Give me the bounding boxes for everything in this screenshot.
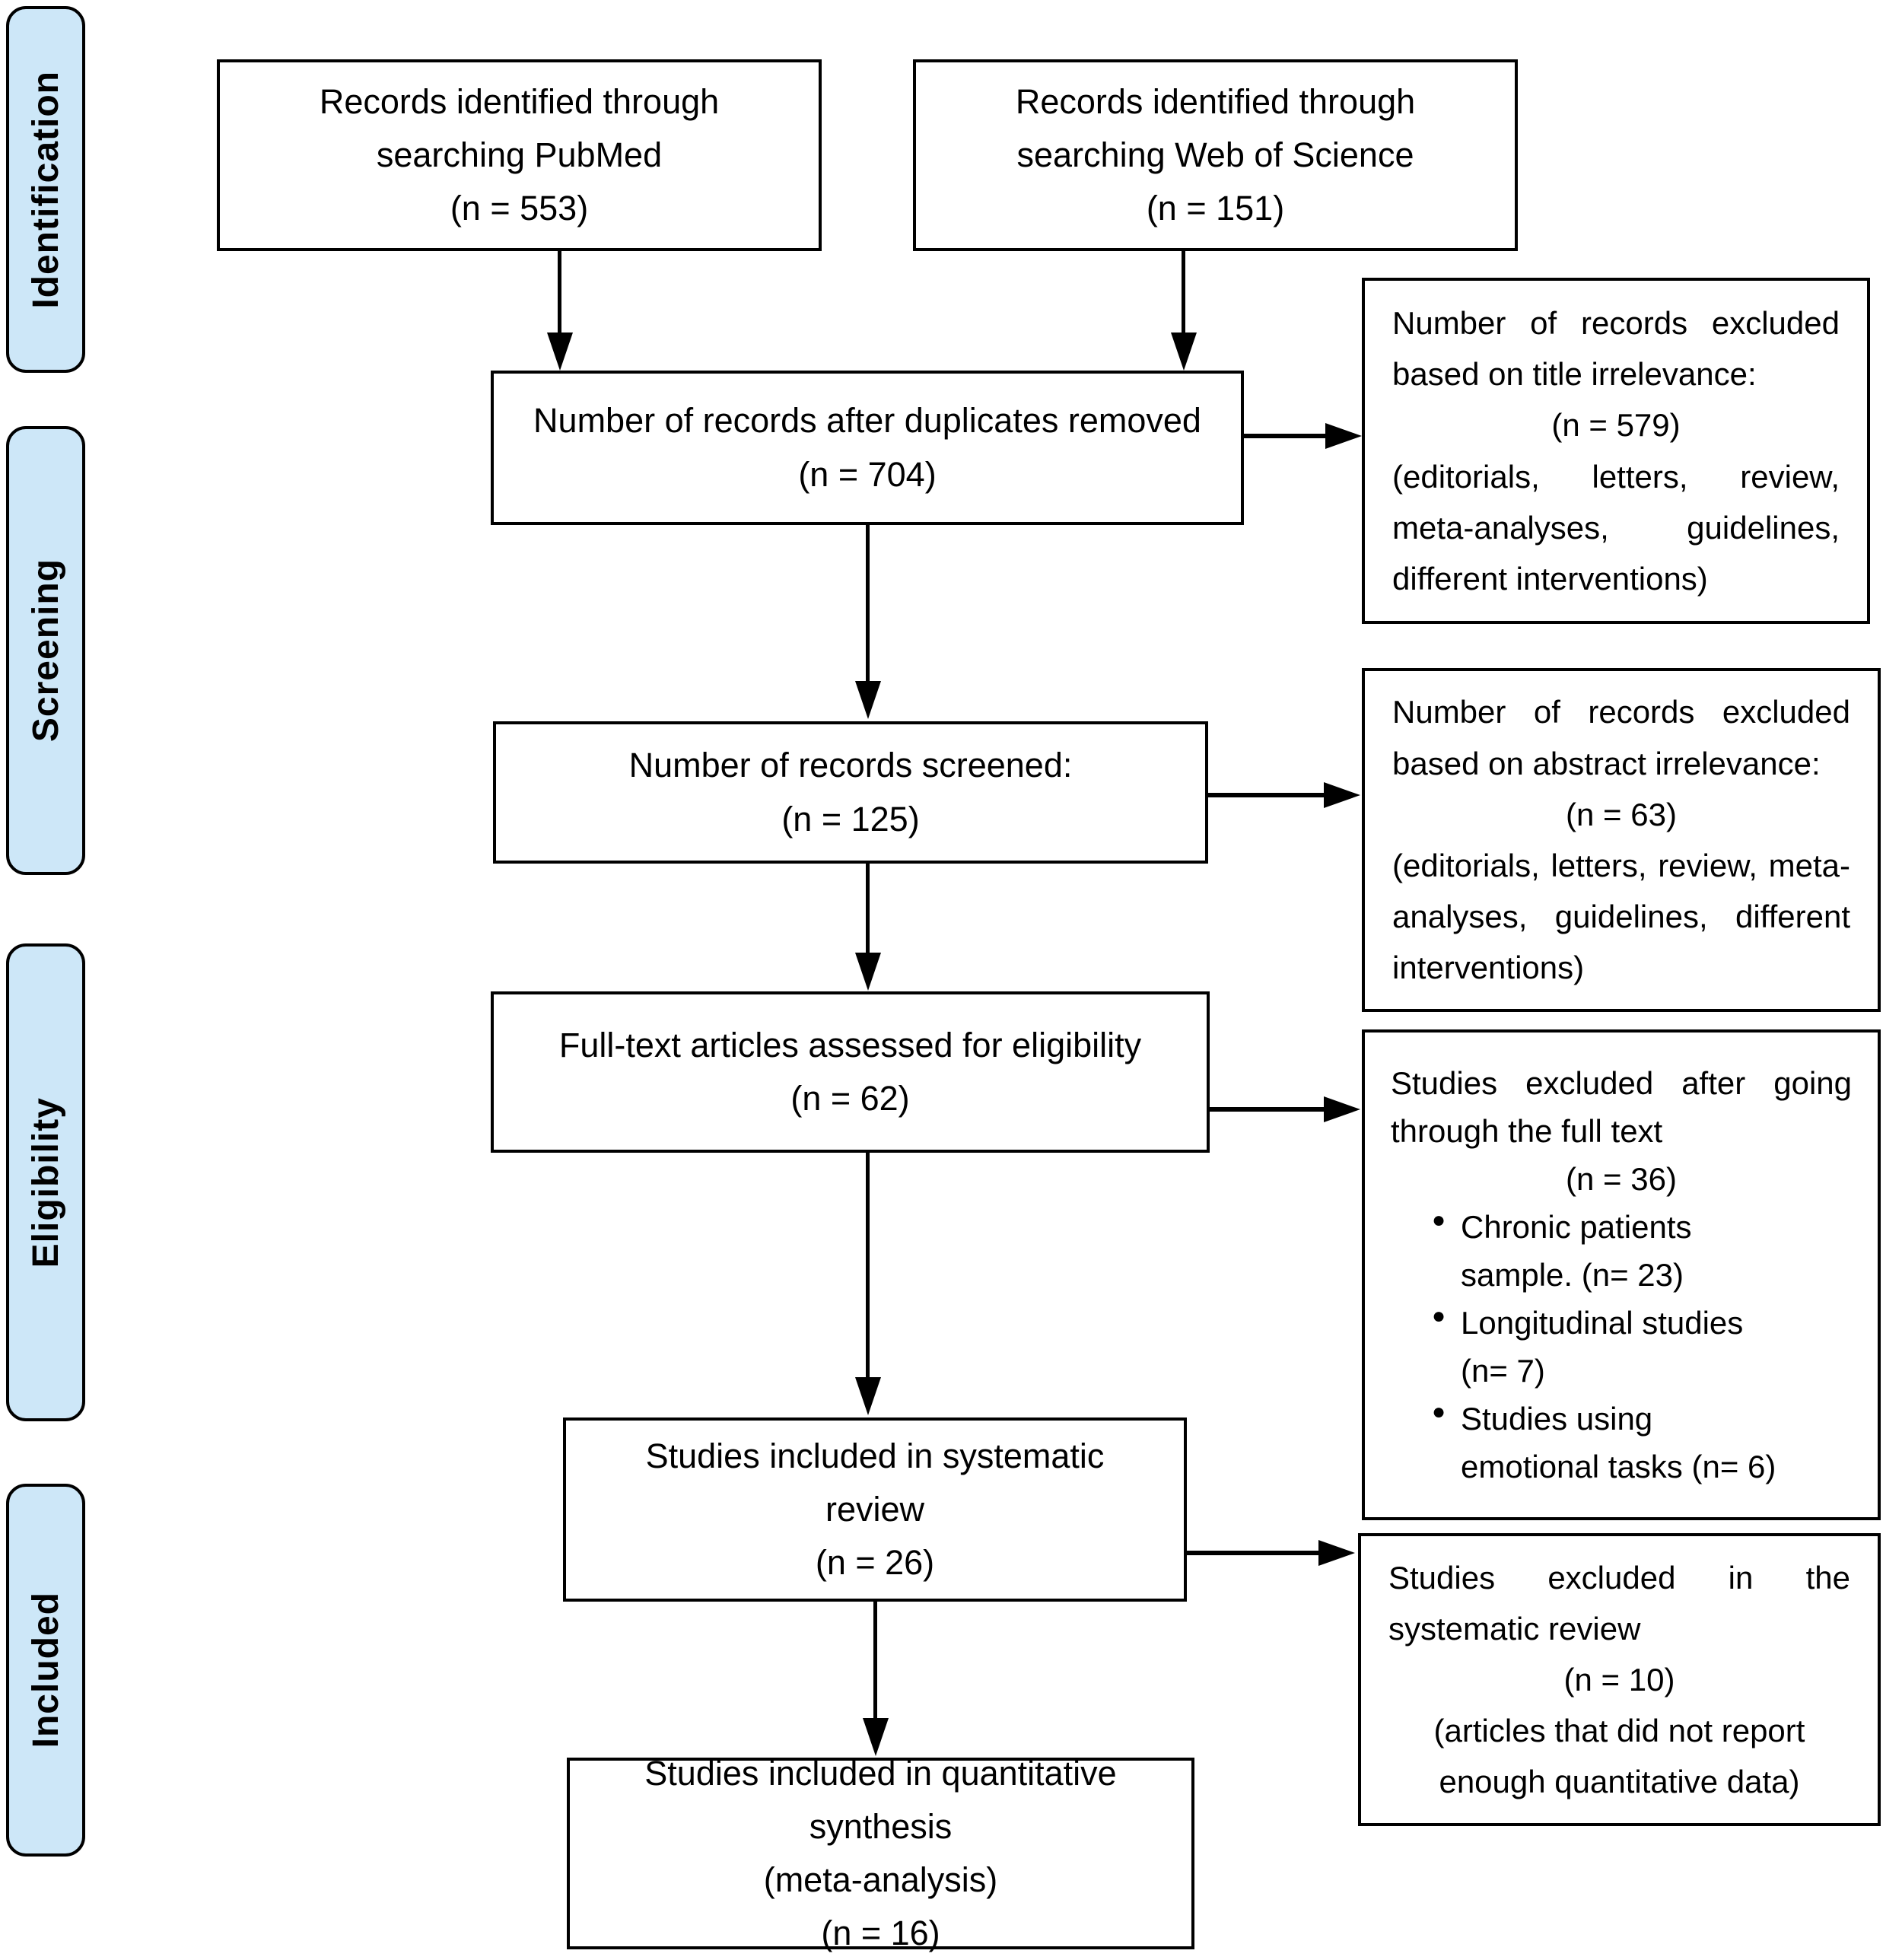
box-records-pubmed: Records identified through searching Pub… bbox=[217, 59, 822, 251]
box-systematic-review: Studies included in systematic review (n… bbox=[563, 1418, 1187, 1602]
box-excluded-abstract-irrelevance: Number of records excluded based on abst… bbox=[1362, 668, 1881, 1012]
box-records-web-of-science: Records identified through searching Web… bbox=[913, 59, 1518, 251]
box-full-text-assessed: Full-text articles assessed for eligibil… bbox=[491, 991, 1210, 1153]
box-quantitative-synthesis-text: Studies included in quantitative synthes… bbox=[644, 1753, 1117, 1953]
stage-included: Included bbox=[6, 1484, 85, 1857]
box-records-screened: Number of records screened: (n = 125) bbox=[493, 721, 1208, 864]
bullet-icon: ● bbox=[1432, 1208, 1446, 1233]
box-records-web-of-science-text: Records identified through searching Web… bbox=[1015, 81, 1416, 228]
excluded-full-text-bullet-longitudinal-text: Longitudinal studies (n= 7) bbox=[1461, 1305, 1744, 1389]
arrow-screened-to-excluded-abstract bbox=[1208, 793, 1328, 797]
stage-identification: Identification bbox=[6, 6, 85, 373]
arrow-fulltext-to-systematic bbox=[866, 1153, 870, 1381]
excluded-full-text-bullet-emotional-text: Studies using emotional tasks (n= 6) bbox=[1461, 1401, 1776, 1484]
excluded-title-irrelevance-count: (n = 579) bbox=[1551, 407, 1681, 444]
bullet-icon: ● bbox=[1432, 1303, 1446, 1328]
box-excluded-systematic-review: Studies excluded in the systematic revie… bbox=[1358, 1533, 1881, 1826]
arrowhead-wos-to-duplicates bbox=[1171, 332, 1197, 371]
excluded-full-text-bullet-chronic-text: Chronic patients sample. (n= 23) bbox=[1461, 1209, 1692, 1293]
excluded-title-irrelevance-title: Number of records excluded based on titl… bbox=[1392, 304, 1840, 393]
arrow-duplicates-to-excluded-title bbox=[1244, 434, 1329, 438]
arrowhead-screened-to-excluded-abstract bbox=[1324, 782, 1360, 808]
arrowhead-fulltext-to-systematic bbox=[855, 1377, 881, 1415]
excluded-title-irrelevance-details: (editorials, letters, review, meta-analy… bbox=[1392, 458, 1840, 597]
arrow-pubmed-to-duplicates bbox=[558, 251, 561, 336]
excluded-systematic-review-details: (articles that did not report enough qua… bbox=[1433, 1713, 1805, 1800]
box-duplicates-removed: Number of records after duplicates remov… bbox=[491, 371, 1244, 525]
arrow-screened-to-fulltext bbox=[866, 864, 870, 956]
excluded-abstract-irrelevance-details: (editorials, letters, review, meta-analy… bbox=[1392, 848, 1850, 986]
arrow-fulltext-to-excluded-fulltext bbox=[1210, 1107, 1328, 1112]
box-quantitative-synthesis: Studies included in quantitative synthes… bbox=[567, 1754, 1194, 1952]
arrowhead-duplicates-to-screened bbox=[855, 681, 881, 719]
box-systematic-review-text: Studies included in systematic review (n… bbox=[645, 1436, 1105, 1583]
stage-screening: Screening bbox=[6, 426, 85, 875]
arrowhead-pubmed-to-duplicates bbox=[547, 332, 573, 371]
arrowhead-fulltext-to-excluded-fulltext bbox=[1324, 1096, 1360, 1122]
excluded-abstract-irrelevance-count: (n = 63) bbox=[1566, 796, 1677, 832]
stage-screening-label: Screening bbox=[25, 558, 66, 743]
arrow-systematic-to-excluded-systematic bbox=[1187, 1551, 1322, 1555]
arrowhead-systematic-to-quantitative bbox=[863, 1718, 889, 1756]
arrow-duplicates-to-screened bbox=[866, 525, 870, 685]
box-records-pubmed-text: Records identified through searching Pub… bbox=[319, 81, 720, 228]
arrowhead-duplicates-to-excluded-title bbox=[1325, 423, 1362, 449]
arrow-systematic-to-quantitative bbox=[873, 1602, 877, 1722]
stage-eligibility: Eligibility bbox=[6, 943, 85, 1421]
excluded-full-text-bullet-longitudinal: ● Longitudinal studies (n= 7) bbox=[1391, 1299, 1852, 1395]
arrowhead-screened-to-fulltext bbox=[855, 953, 881, 991]
excluded-systematic-review-count: (n = 10) bbox=[1563, 1661, 1675, 1698]
stage-identification-label: Identification bbox=[25, 70, 66, 309]
arrowhead-systematic-to-excluded-systematic bbox=[1318, 1540, 1355, 1566]
arrow-wos-to-duplicates bbox=[1182, 251, 1185, 336]
stage-included-label: Included bbox=[25, 1592, 66, 1748]
excluded-systematic-review-title: Studies excluded in the systematic revie… bbox=[1388, 1559, 1850, 1647]
excluded-abstract-irrelevance-title: Number of records excluded based on abst… bbox=[1392, 694, 1850, 781]
box-duplicates-removed-text: Number of records after duplicates remov… bbox=[533, 401, 1201, 494]
excluded-full-text-bullet-emotional: ● Studies using emotional tasks (n= 6) bbox=[1391, 1395, 1852, 1491]
box-full-text-assessed-text: Full-text articles assessed for eligibil… bbox=[558, 1025, 1142, 1118]
stage-eligibility-label: Eligibility bbox=[25, 1096, 66, 1268]
excluded-full-text-bullet-chronic: ● Chronic patients sample. (n= 23) bbox=[1391, 1203, 1852, 1299]
excluded-full-text-title: Studies excluded after going through the… bbox=[1391, 1065, 1852, 1149]
box-excluded-title-irrelevance: Number of records excluded based on titl… bbox=[1362, 278, 1870, 624]
bullet-icon: ● bbox=[1432, 1399, 1446, 1424]
box-excluded-full-text: Studies excluded after going through the… bbox=[1362, 1029, 1881, 1520]
box-records-screened-text: Number of records screened: (n = 125) bbox=[628, 746, 1073, 838]
excluded-full-text-count: (n = 36) bbox=[1566, 1161, 1677, 1197]
